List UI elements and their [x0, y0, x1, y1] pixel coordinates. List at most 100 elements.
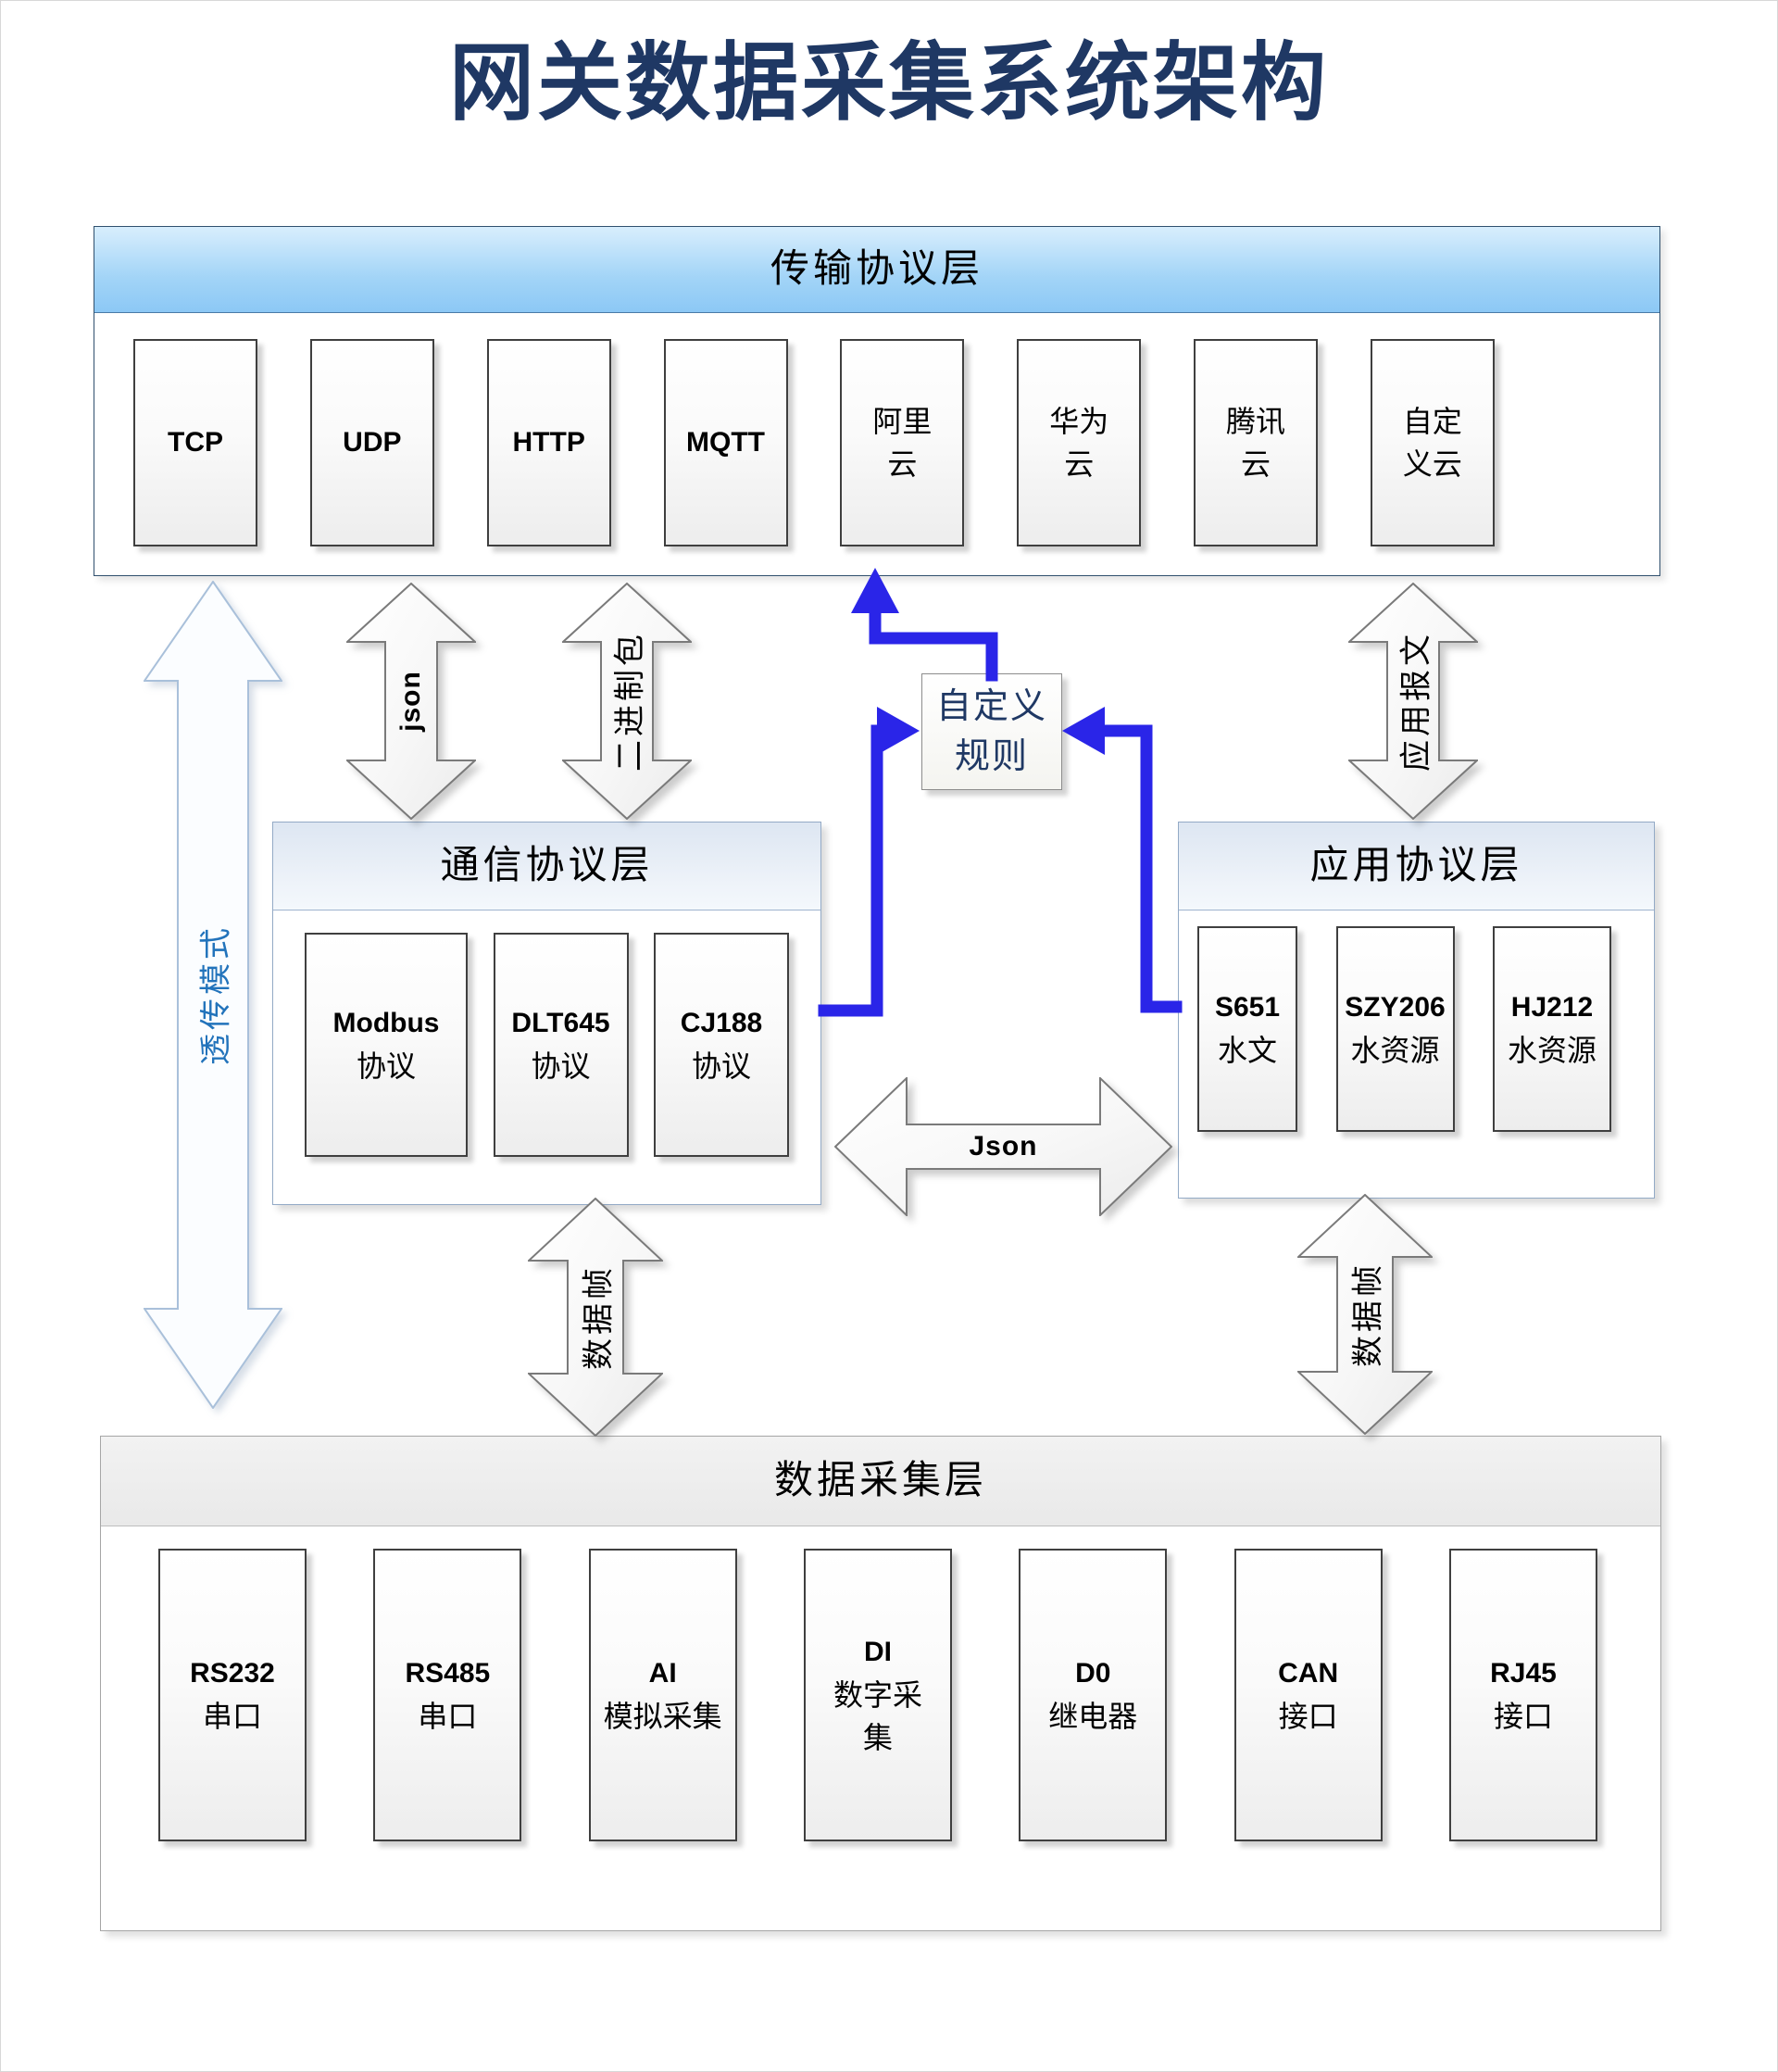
binary-pack-arrow-label: 二进制包	[613, 631, 648, 772]
protocol-box: MQTT	[663, 339, 788, 546]
connector-left-arrowhead	[877, 707, 920, 755]
box-label: 义云	[1402, 447, 1462, 481]
double-arrow-shape	[528, 1198, 663, 1437]
box-label: 数字采	[833, 1678, 922, 1712]
box-label: 协议	[531, 1049, 591, 1083]
custom-rule-line2: 规则	[954, 737, 1029, 776]
app-message-arrow: 应用报文	[1348, 583, 1478, 820]
json-upper-arrow-label: json	[395, 671, 426, 732]
double-arrow-shape	[1348, 583, 1478, 820]
box-label: RS232	[190, 1658, 275, 1689]
box-label: HTTP	[512, 427, 585, 458]
box-label: CJ188	[680, 1008, 763, 1038]
box-label: CAN	[1278, 1658, 1339, 1689]
box-label: S651	[1214, 992, 1281, 1023]
layer-communication-header: 通信协议层	[273, 823, 820, 910]
box-label: HJ212	[1510, 992, 1594, 1023]
protocol-box: 阿里云	[840, 339, 965, 546]
page-title: 网关数据采集系统架构	[448, 36, 1329, 131]
protocol-box: 自定义云	[1370, 339, 1495, 546]
box-label: 阿里	[872, 405, 933, 438]
layer-data-collection-title: 数据采集层	[773, 1460, 987, 1502]
box-label: 串口	[202, 1700, 262, 1733]
box-label: 串口	[418, 1700, 478, 1733]
transparent-mode-arrow-label: 透传模式	[199, 924, 234, 1065]
box-label: Modbus	[332, 1008, 440, 1038]
box-label: UDP	[343, 427, 402, 458]
protocol-box: TCP	[133, 339, 257, 546]
application-box-row: S651 水文 SZY206 水资源 HJ212 水资源	[1197, 926, 1611, 1132]
data-frame-left-arrow-label: 数据帧	[582, 1264, 617, 1370]
protocol-box: Modbus 协议	[305, 933, 468, 1157]
box-label: MQTT	[686, 427, 766, 458]
protocol-box: AI 模拟采集	[588, 1549, 737, 1841]
binary-pack-arrow: 二进制包	[562, 583, 692, 820]
box-label: 协议	[356, 1049, 416, 1083]
data-frame-right-arrow: 数据帧	[1297, 1194, 1433, 1435]
box-label: 水文	[1217, 1034, 1277, 1067]
double-arrow-shape	[562, 583, 692, 820]
connector-right-arrowhead	[1062, 707, 1105, 755]
double-arrow-shape	[144, 581, 282, 1409]
connector-up-line	[869, 598, 998, 682]
double-arrow-shape	[834, 1077, 1172, 1216]
box-label: 模拟采集	[603, 1700, 722, 1733]
data-frame-right-arrow-label: 数据帧	[1351, 1262, 1386, 1367]
custom-rule-line1: 自定义	[935, 687, 1047, 726]
protocol-box: DLT645 协议	[493, 933, 629, 1157]
transparent-mode-arrow: 透传模式	[144, 581, 282, 1409]
box-label: 云	[887, 447, 918, 481]
layer-transport-header: 传输协议层	[94, 227, 1659, 313]
double-arrow-shape	[346, 583, 476, 820]
box-label: SZY206	[1345, 992, 1446, 1023]
protocol-box: RJ45 接口	[1448, 1549, 1597, 1841]
box-label: D0	[1075, 1658, 1111, 1689]
json-upper-arrow: json	[346, 583, 476, 820]
box-label: 接口	[1278, 1700, 1338, 1733]
box-label: 自定	[1402, 405, 1462, 438]
json-middle-arrow-label: Json	[969, 1131, 1038, 1162]
protocol-box: RS485 串口	[373, 1549, 522, 1841]
protocol-box: HJ212 水资源	[1493, 926, 1611, 1132]
custom-rule-box: 自定义 规则	[921, 673, 1062, 790]
layer-application-title: 应用协议层	[1309, 845, 1523, 887]
protocol-box: SZY206 水资源	[1335, 926, 1455, 1132]
box-label: 云	[1241, 447, 1271, 481]
protocol-box: 华为云	[1017, 339, 1142, 546]
box-label: TCP	[168, 427, 223, 458]
layer-application: 应用协议层 S651 水文 SZY206 水资源 HJ212 水资源	[1178, 822, 1655, 1199]
box-label: AI	[648, 1658, 677, 1689]
box-label: 接口	[1493, 1700, 1553, 1733]
protocol-box: UDP	[309, 339, 434, 546]
box-label: RJ45	[1490, 1658, 1557, 1689]
box-label: RS485	[405, 1658, 491, 1689]
box-label: 云	[1064, 447, 1095, 481]
layer-transport-title: 传输协议层	[770, 248, 983, 291]
layer-communication-title: 通信协议层	[440, 845, 654, 887]
layer-data-collection-header: 数据采集层	[101, 1437, 1660, 1526]
protocol-box: RS232 串口	[158, 1549, 307, 1841]
box-label: 水资源	[1350, 1034, 1440, 1067]
box-label: DLT645	[511, 1008, 610, 1038]
box-label: 集	[862, 1721, 893, 1754]
connector-left-line	[818, 724, 887, 1017]
protocol-box: CAN 接口	[1233, 1549, 1383, 1841]
protocol-box: S651 水文	[1197, 926, 1297, 1132]
json-middle-arrow: Json	[834, 1077, 1172, 1216]
box-label: 水资源	[1507, 1034, 1596, 1067]
data-frame-left-arrow: 数据帧	[528, 1198, 663, 1437]
protocol-box: 腾讯云	[1194, 339, 1319, 546]
box-label: 华为	[1049, 405, 1109, 438]
protocol-box: HTTP	[486, 339, 611, 546]
double-arrow-shape	[1297, 1194, 1433, 1435]
